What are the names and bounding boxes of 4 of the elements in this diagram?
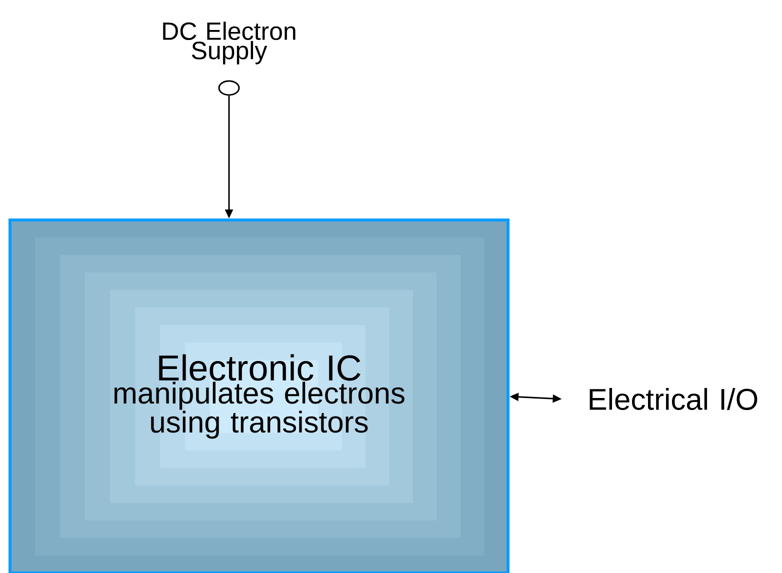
label-text: DC Electron Supply — [163, 22, 296, 64]
chip-box: Electronic IC manipulates electrons using transistors — [8, 218, 510, 573]
label-text: Electrical I/O — [590, 388, 758, 410]
terminal-symbol — [218, 80, 240, 96]
